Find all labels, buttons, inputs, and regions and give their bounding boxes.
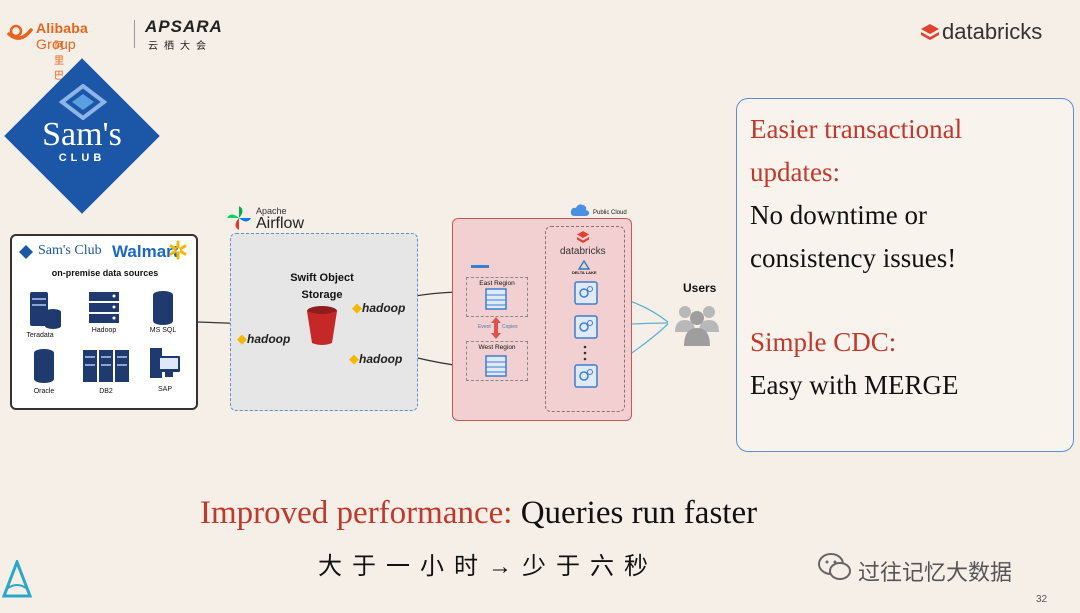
replication-arrow-icon — [491, 317, 501, 339]
airflow-apache-label: Apache — [256, 206, 287, 216]
performance-value: Queries run faster — [520, 495, 758, 531]
compute-cluster-icon-1 — [574, 281, 598, 305]
panel-heading-updates: updates: — [750, 157, 840, 187]
benefits-panel — [736, 98, 1074, 452]
cloud-databricks-label: databricks — [560, 246, 606, 257]
wechat-icon — [818, 553, 851, 580]
public-cloud-label: Public Cloud — [593, 210, 627, 216]
sams-club-label: Sam's Club — [38, 243, 102, 258]
source-label-db2: DB2 — [99, 388, 113, 395]
sams-club-emblem-icon — [58, 84, 108, 120]
databricks-small-icon — [577, 231, 589, 243]
performance-label: Improved performance: — [200, 495, 513, 531]
panel-heading-transactional: Easier transactional — [750, 114, 963, 144]
source-label-ms-sql: MS SQL — [149, 327, 177, 334]
source-label-sap: SAP — [157, 386, 172, 393]
hadoop-logo-3: ◆hadoop — [349, 351, 403, 366]
databricks-stack-icon — [921, 24, 939, 40]
walmart-spark-icon — [169, 240, 187, 260]
source-label-oracle: Oracle — [33, 388, 55, 395]
db2-icon — [82, 348, 130, 389]
alibaba-wordmark: Alibaba Group — [36, 20, 88, 52]
wechat-account-name: 过往记忆大数据 — [858, 560, 1013, 585]
source-label-teradata: Teradata — [26, 332, 54, 339]
right-arrow-icon: → — [488, 553, 522, 580]
performance-line: Improved performance: Queries run faster — [200, 495, 757, 532]
header-divider — [134, 20, 135, 48]
apsara-cn-wordmark: 云栖大会 — [148, 41, 212, 52]
on-premise-title: on-premise data sources — [51, 268, 159, 278]
public-cloud-box — [452, 218, 632, 421]
cloud-marker-bar — [471, 265, 489, 268]
east-region-box: East Region — [466, 277, 528, 317]
apsara-wordmark: APSARA — [145, 17, 223, 36]
compute-cluster-icon-3 — [574, 364, 598, 388]
delta-lake-icon — [578, 260, 590, 270]
panel-text-merge: Easy with MERGE — [750, 370, 959, 400]
panel-heading-cdc: Simple CDC: — [750, 327, 897, 357]
hadoop-logo-1: ◆hadoop — [237, 331, 291, 346]
delta-lake-label: DELTA LAKE — [572, 270, 597, 275]
copies-label: Copies — [502, 324, 518, 330]
walmart-label: Walmart — [112, 242, 179, 261]
airflow-name-label: Airflow — [256, 215, 305, 232]
databricks-workspace-box — [545, 226, 625, 412]
users-label: Users — [683, 281, 717, 295]
panel-text-downtime: No downtime or — [750, 200, 927, 230]
databricks-wordmark: databricks — [942, 19, 1043, 44]
compute-cluster-icon-2 — [574, 315, 598, 339]
slide-number: 32 — [1036, 594, 1048, 605]
sap-icon — [148, 346, 182, 387]
teradata-icon — [28, 290, 62, 335]
bucket-icon — [307, 306, 337, 345]
source-label-hadoop: Hadoop — [91, 327, 117, 334]
cloud-icon — [570, 204, 590, 216]
alibaba-smile-icon — [7, 24, 33, 40]
sams-club-logo-text: Sam's CLUB — [42, 116, 122, 165]
swift-storage-label: Swift Object Storage — [290, 272, 354, 301]
more-dots-icon — [583, 345, 587, 361]
event-label: Event — [478, 324, 491, 330]
west-region-box: West Region — [466, 341, 528, 381]
timing-comparison: 大于一小时→少于六秒 — [318, 553, 658, 580]
oracle-icon — [32, 348, 56, 389]
hadoop-logo-2: ◆hadoop — [352, 300, 406, 315]
users-group-icon — [675, 306, 719, 346]
hadoop-server-icon — [88, 290, 120, 331]
east-region-table-icon — [485, 288, 507, 310]
panel-text-consistency: consistency issues! — [750, 243, 957, 273]
sams-club-small-icon — [19, 245, 33, 259]
airflow-pinwheel-icon — [227, 206, 251, 230]
ms-sql-icon — [151, 290, 175, 331]
west-region-table-icon — [485, 355, 507, 377]
delta-watermark-icon — [2, 560, 32, 598]
